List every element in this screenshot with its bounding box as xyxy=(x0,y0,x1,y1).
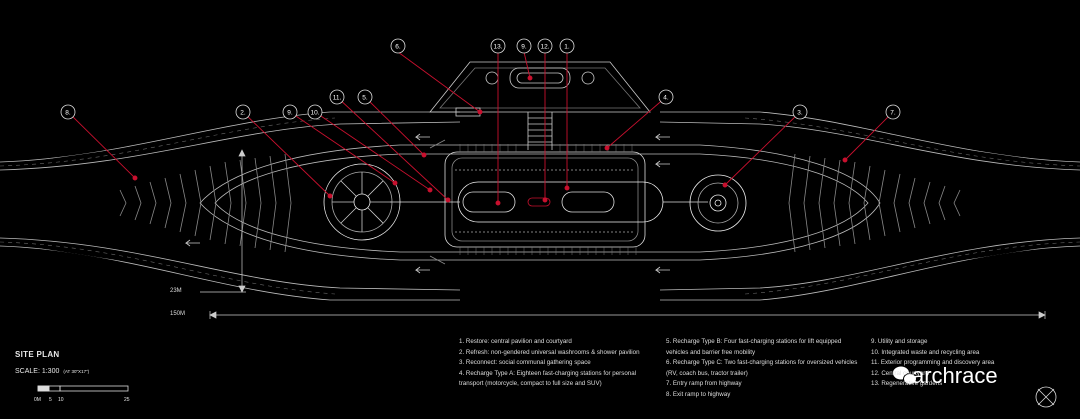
highway-lines xyxy=(0,111,1080,301)
scale-label: SCALE: 1:300(AT 30"X17") xyxy=(15,368,89,375)
callout-8: 8. xyxy=(60,104,76,120)
dimension-lines xyxy=(200,149,1046,319)
callout-leaders xyxy=(67,51,894,206)
svg-text:2.: 2. xyxy=(240,110,246,117)
scale-tick-5: 5 xyxy=(49,397,52,403)
scale-tick-25: 25 xyxy=(124,397,130,403)
drawing-title: SITE PLAN xyxy=(15,350,60,359)
callout-5: 5. xyxy=(357,89,373,105)
legend-item: 8. Exit ramp to highway xyxy=(666,390,731,398)
svg-text:9.: 9. xyxy=(521,44,527,51)
callout-11: 11. xyxy=(329,89,345,105)
callout-7: 7. xyxy=(885,104,901,120)
north-pavilion xyxy=(429,61,651,150)
callout-markers: 6. 13. 9. 12. 1. 8. 2. 9. 10. 11. 5. 4. … xyxy=(60,38,901,120)
callout-2: 2. xyxy=(235,104,251,120)
legend-item: 2. Refresh: non-gendered universal washr… xyxy=(459,348,640,356)
legend-item: 7. Entry ramp from highway xyxy=(666,380,742,388)
callout-3: 3. xyxy=(792,104,808,120)
callout-9-left: 9. xyxy=(282,104,298,120)
svg-text:1.: 1. xyxy=(564,44,570,51)
chat-bubble-icon xyxy=(893,366,917,385)
north-arrow-icon xyxy=(1035,386,1057,408)
svg-text:9.: 9. xyxy=(287,110,293,117)
svg-text:12.: 12. xyxy=(540,44,549,51)
lane-markings xyxy=(0,117,1080,295)
legend-item: 6. Recharge Type C: Two fast-charging st… xyxy=(666,359,858,377)
legend-item: 4. Recharge Type A: Eighteen fast-chargi… xyxy=(459,369,637,388)
central-pavilion xyxy=(390,139,708,265)
scale-ratio: SCALE: 1:300 xyxy=(15,368,60,375)
scale-note: (AT 30"X17") xyxy=(63,369,90,374)
callout-12: 12. xyxy=(537,38,553,54)
legend-column-3: 9. Utility and storage 10. Integrated wa… xyxy=(871,337,1041,390)
svg-text:13.: 13. xyxy=(493,44,502,51)
legend-item: 11. Exterior programming and discovery a… xyxy=(871,359,995,367)
legend-item: 3. Reconnect: social communal gathering … xyxy=(459,359,591,367)
callout-1: 1. xyxy=(559,38,575,54)
scale-tick-0: 0M xyxy=(34,397,41,403)
svg-text:10.: 10. xyxy=(310,110,319,117)
scale-bar xyxy=(37,385,129,392)
legend-item: 13. Regenerative gardens xyxy=(871,380,943,388)
legend-item: 9. Utility and storage xyxy=(871,338,928,345)
traffic-arrows xyxy=(184,133,670,274)
svg-text:11.: 11. xyxy=(333,95,342,102)
callout-10: 10. xyxy=(307,104,323,120)
svg-text:7.: 7. xyxy=(890,110,896,117)
callout-6: 6. xyxy=(390,38,406,54)
callout-13: 13. xyxy=(490,38,506,54)
west-rotunda xyxy=(323,163,401,241)
legend-item: 1. Restore: central pavilion and courtya… xyxy=(459,338,572,345)
svg-text:6.: 6. xyxy=(395,44,401,51)
parking-stalls xyxy=(459,144,637,255)
height-dimension-label: 23M xyxy=(170,288,182,294)
legend-column-1: 1. Restore: central pavilion and courtya… xyxy=(459,337,654,390)
chevron-hatch-right xyxy=(788,153,961,253)
chevron-hatch-left xyxy=(119,153,292,253)
callout-9-top: 9. xyxy=(516,38,532,54)
legend-item: 5. Recharge Type B: Four fast-charging s… xyxy=(666,338,842,356)
svg-text:8.: 8. xyxy=(65,110,71,117)
legend-item: 12. Central courtyard xyxy=(871,369,929,377)
watermark-logo: archrace xyxy=(912,363,998,388)
legend-column-2: 5. Recharge Type B: Four fast-charging s… xyxy=(666,337,858,401)
svg-text:4.: 4. xyxy=(663,95,669,102)
width-dimension-label: 150M xyxy=(170,311,186,317)
callout-4: 4. xyxy=(658,89,674,105)
scale-tick-10: 10 xyxy=(58,397,64,403)
legend-item: 10. Integrated waste and recycling area xyxy=(871,348,980,356)
east-rotunda xyxy=(689,174,747,232)
svg-text:5.: 5. xyxy=(362,95,368,102)
svg-text:3.: 3. xyxy=(797,110,803,117)
